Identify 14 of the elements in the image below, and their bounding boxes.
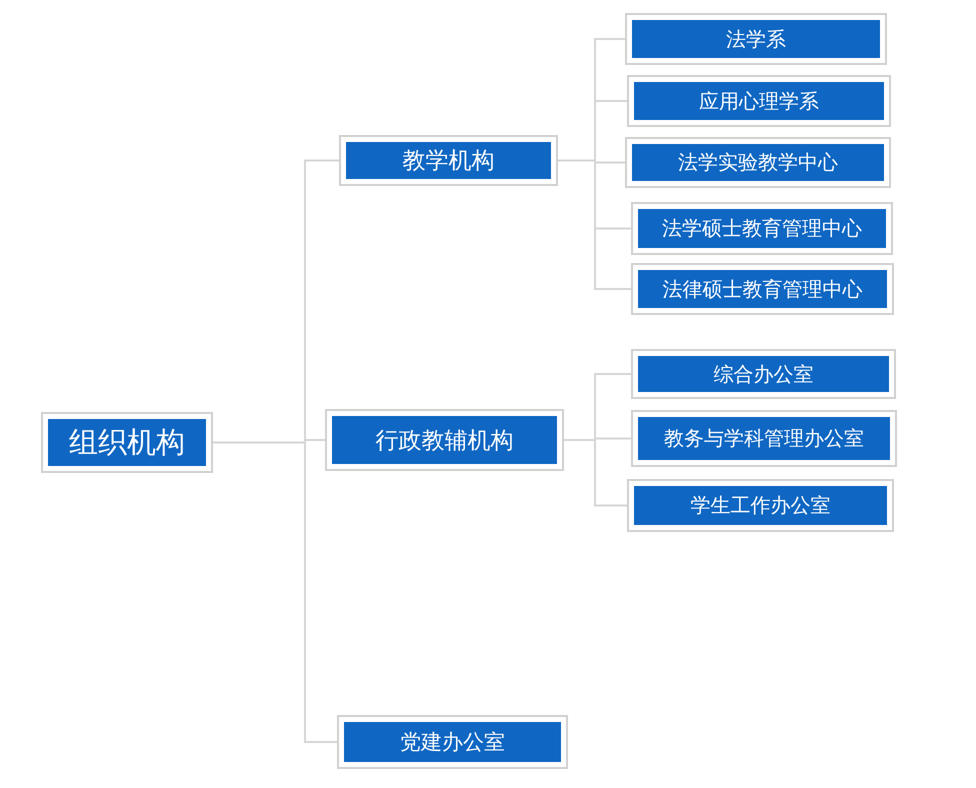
org-unit-box: 行政教辅机构 bbox=[325, 409, 564, 471]
org-unit-box: 法学硕士教育管理中心 bbox=[631, 202, 893, 255]
org-unit-box: 综合办公室 bbox=[631, 349, 896, 399]
org-unit-box: 法律硕士教育管理中心 bbox=[631, 263, 894, 315]
org-unit-box: 党建办公室 bbox=[337, 715, 568, 769]
org-unit-box: 法学实验教学中心 bbox=[625, 137, 891, 188]
org-unit-box: 应用心理学系 bbox=[627, 75, 891, 127]
org-unit-box: 组织机构 bbox=[41, 412, 213, 473]
org-unit-box: 法学系 bbox=[625, 13, 887, 65]
org-unit-box: 教学机构 bbox=[339, 135, 558, 186]
org-unit-box: 教务与学科管理办公室 bbox=[631, 410, 897, 467]
connector-line bbox=[213, 442, 337, 743]
org-unit-box: 学生工作办公室 bbox=[627, 479, 894, 532]
connector-line bbox=[558, 160, 631, 290]
